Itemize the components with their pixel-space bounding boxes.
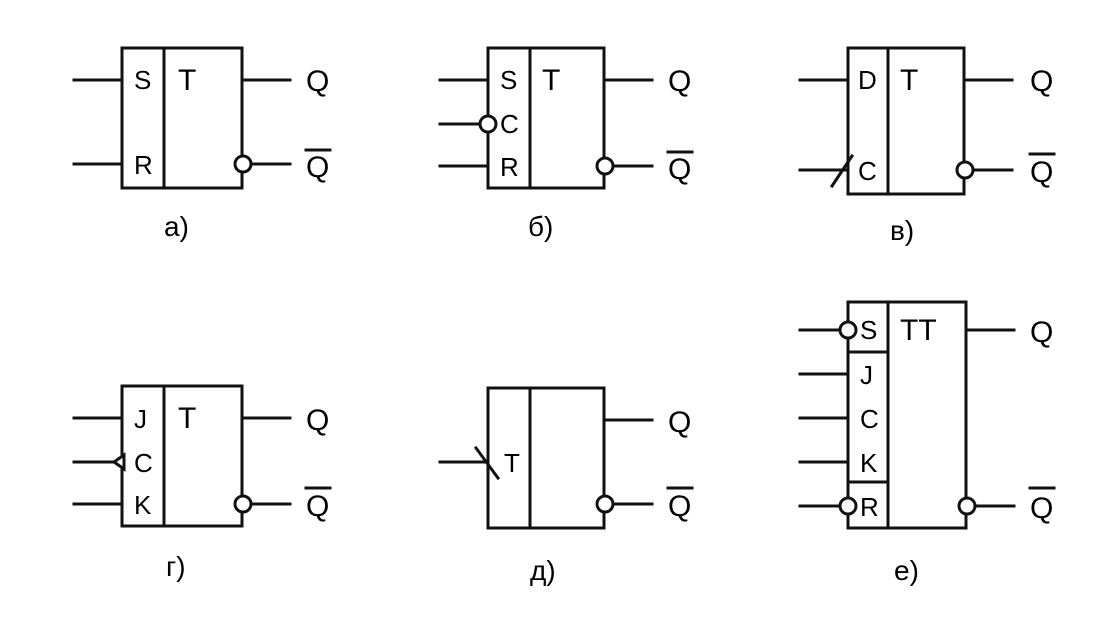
- flipflop-d-body: [486, 386, 606, 530]
- flipflop-d-nq-label: Q: [668, 490, 691, 523]
- flipflop-b-caption: б): [528, 211, 553, 242]
- flipflop-e-pin-j: J: [860, 360, 873, 390]
- flipflop-b-pin-c: C: [500, 109, 519, 139]
- flipflop-a-title: T: [178, 64, 196, 97]
- flipflop-a-nq-label: Q: [306, 151, 329, 184]
- flipflop-b-nq-label: Q: [668, 153, 691, 186]
- flipflop-v-dynamic-marker: [829, 153, 855, 189]
- flipflop-g-clock-triangle: [111, 452, 126, 472]
- flipflop-e-pin-r: R: [860, 492, 879, 522]
- flipflop-b-pin-r: R: [500, 152, 519, 182]
- flipflop-e-title: TT: [900, 314, 937, 347]
- flipflop-g-title: T: [178, 402, 196, 435]
- flipflop-d-caption: д): [530, 555, 556, 586]
- flipflop-e-q-label: Q: [1030, 316, 1053, 349]
- flipflop-a-inversion-bubble: [233, 154, 253, 174]
- flipflop-b-title: T: [542, 64, 560, 97]
- flipflop-e-pin-k: K: [860, 448, 878, 478]
- flipflop-d: [438, 386, 694, 530]
- flipflop-b-q-label: Q: [668, 65, 691, 98]
- flipflop-v-body: [846, 46, 966, 196]
- flipflop-e-inversion-bubble: [957, 496, 977, 516]
- flipflop-d-q-label: Q: [668, 406, 691, 439]
- flipflop-b-clock-bubble: [478, 114, 498, 134]
- flipflop-a-body: [120, 46, 244, 190]
- flipflop-g: [72, 384, 332, 528]
- flipflop-e-caption: е): [894, 555, 919, 586]
- flipflop-e: [798, 300, 1056, 530]
- flipflop-g-q-label: Q: [306, 404, 329, 437]
- flipflop-b-inversion-bubble: [595, 156, 615, 176]
- flipflop-v-title: T: [900, 64, 918, 97]
- flipflop-d-inversion-bubble: [595, 494, 615, 514]
- flipflop-g-caption: г): [166, 551, 186, 582]
- flipflop-d-dynamic-marker: [473, 445, 501, 481]
- flipflop-e-r-bubble: [838, 496, 858, 516]
- flipflop-g-pin-k: K: [134, 490, 152, 520]
- flipflop-a: [72, 46, 332, 190]
- flipflop-v-q-label: Q: [1030, 65, 1053, 98]
- flipflop-e-body: [846, 300, 968, 530]
- flipflop-v-pin-c: C: [858, 156, 877, 186]
- flipflop-g-inversion-bubble: [233, 494, 253, 514]
- flipflop-g-nq-label: Q: [306, 490, 329, 523]
- flipflop-e-nq-label: Q: [1030, 492, 1053, 525]
- flipflop-b-pin-s: S: [500, 65, 517, 95]
- flipflop-g-pin-c: C: [134, 448, 153, 478]
- flipflop-v-nq-label: Q: [1030, 156, 1053, 189]
- flipflop-a-pin-r: R: [134, 150, 153, 180]
- flipflop-a-q-label: Q: [306, 65, 329, 98]
- flipflop-b: [438, 46, 694, 190]
- flipflop-g-pin-j: J: [134, 404, 147, 434]
- flipflop-e-pin-c: C: [860, 404, 879, 434]
- flipflop-a-pin-s: S: [134, 65, 151, 95]
- flipflop-v-caption: в): [890, 215, 914, 246]
- flipflop-d-pin-t: T: [504, 448, 520, 478]
- flipflop-e-pin-s: S: [860, 315, 877, 345]
- flipflop-a-caption: а): [164, 211, 189, 242]
- flipflop-v-pin-d: D: [858, 65, 877, 95]
- flipflop-e-s-bubble: [838, 320, 858, 340]
- flipflop-v-inversion-bubble: [955, 160, 975, 180]
- flipflop-v: [798, 46, 1056, 196]
